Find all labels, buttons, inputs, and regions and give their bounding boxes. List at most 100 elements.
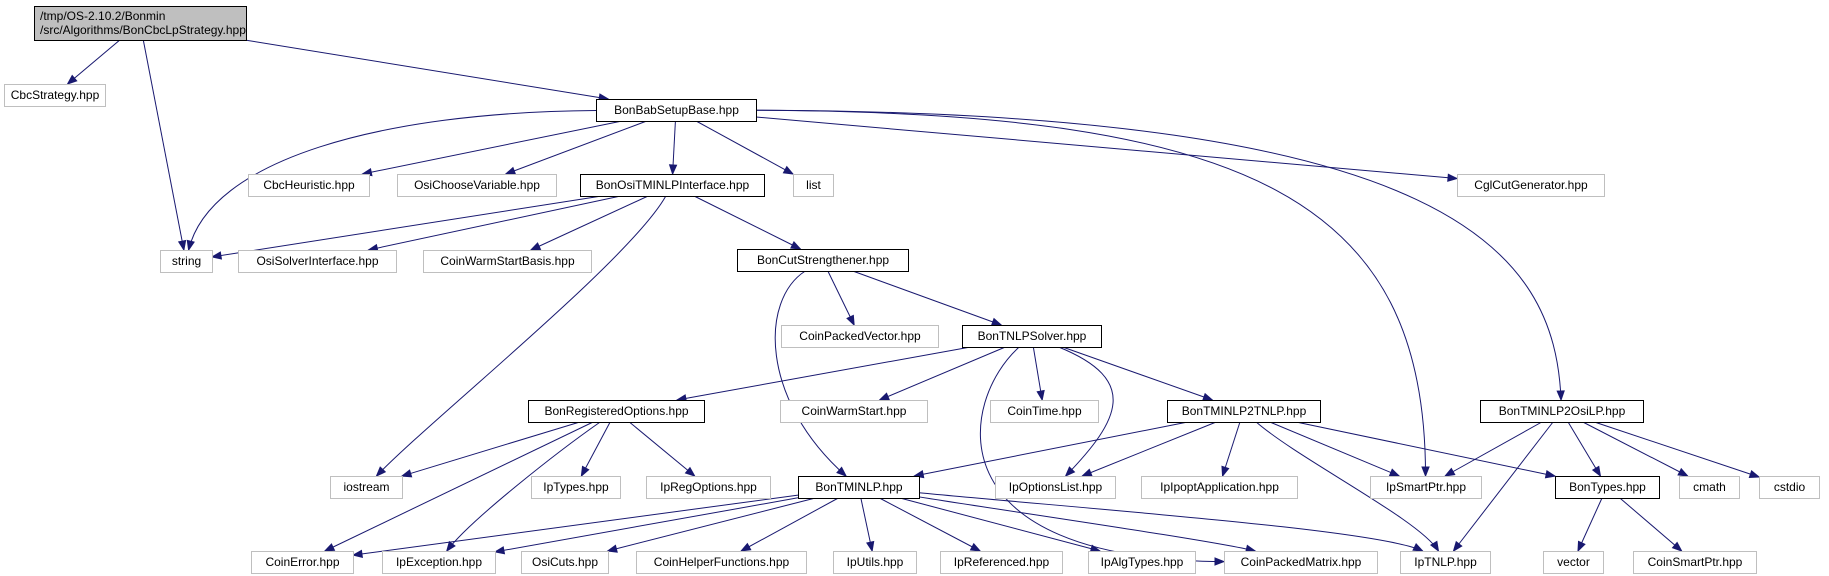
node-vector: vector [1543,551,1604,574]
node-cutstrength[interactable]: BonCutStrengthener.hpp [737,249,909,272]
edge-arrowhead [668,164,678,176]
node-tminlp2osilp[interactable]: BonTMINLP2OsiLP.hpp [1480,400,1644,423]
edge-bontminlp-to-coinerror [351,494,799,559]
node-osichoose: OsiChooseVariable.hpp [397,174,557,197]
node-label: CoinSmartPtr.hpp [1648,555,1743,569]
node-label: BonRegisteredOptions.hpp [544,404,688,418]
node-label: iostream [343,480,389,494]
edge-cutstrength-to-coinpackedvec [827,270,855,327]
node-list: list [793,174,834,197]
node-osisolver: OsiSolverInterface.hpp [238,250,397,273]
edge-ositminlp-to-iostream [375,195,667,477]
node-label: CbcHeuristic.hpp [263,178,355,192]
edge-arrowhead [1412,543,1424,552]
node-box [1167,400,1321,423]
node-label: CoinTime.hpp [1007,404,1082,418]
node-bontypes[interactable]: BonTypes.hpp [1555,476,1660,499]
node-coinhelper: CoinHelperFunctions.hpp [636,551,807,574]
node-box [1400,551,1491,574]
node-ipoptionslist: IpOptionsList.hpp [995,476,1116,499]
node-label: IpTNLP.hpp [1414,555,1477,569]
node-regoptions[interactable]: BonRegisteredOptions.hpp [528,400,705,423]
edge-tminlp2osilp-to-cstdio [1594,421,1761,478]
edge-babsetup-to-list [695,120,795,175]
node-box [423,250,592,273]
node-box [251,551,354,574]
edge-arrowhead [878,392,891,401]
edge-cutstrength-to-bontminlp [774,270,848,477]
node-ipoptapp: IpIpoptApplication.hpp [1141,476,1298,499]
edge-tminlp2tnlp-to-ipoptionslist [1081,421,1217,477]
node-bontminlp[interactable]: BonTMINLP.hpp [798,476,920,499]
node-box [580,174,765,197]
edge-arrowhead [1036,389,1045,402]
node-label: IpTypes.hpp [543,480,609,494]
node-label: OsiSolverInterface.hpp [256,254,378,268]
node-tminlp2tnlp[interactable]: BonTMINLP2TNLP.hpp [1167,400,1321,423]
node-cstdio: cstdio [1759,476,1820,499]
edge-bontminlp-to-coinhelper [739,497,839,552]
edge-tminlp2osilp-to-iptnlp [1452,421,1554,553]
nodes: /tmp/OS-2.10.2/Bonmin/src/Algorithms/Bon… [4,6,1820,574]
edge-arrowhead [445,540,456,553]
node-ipalgtypes: IpAlgTypes.hpp [1088,551,1196,574]
node-box [34,6,247,41]
edge-arrowhead [1677,467,1689,477]
node-coinpackedmat: CoinPackedMatrix.hpp [1224,551,1378,574]
edge-tnlpsolver-to-regoptions [675,346,971,403]
edge-arrowhead [846,314,855,327]
node-tnlpsolver[interactable]: BonTNLPSolver.hpp [962,325,1102,348]
node-box [531,476,621,499]
edge-tnlpsolver-to-ipoptionslist [1058,346,1114,477]
edge-ositminlp-to-coinwarmbasis [529,195,649,251]
node-box [4,84,106,107]
edge-regoptions-to-iptypes [580,421,611,478]
node-box [990,400,1099,423]
node-box [1370,476,1482,499]
node-label: CbcStrategy.hpp [11,88,100,102]
node-cmath: cmath [1679,476,1740,499]
node-coinerror: CoinError.hpp [251,551,354,574]
edge-arrowhead [504,166,517,175]
node-label: IpReferenced.hpp [954,555,1050,569]
edge-arrowhead [1214,557,1226,566]
edge-ositminlp-to-osisolver [367,195,621,253]
node-label: IpAlgTypes.hpp [1101,555,1184,569]
node-box [382,551,496,574]
node-box [160,250,213,273]
edge-arrowhead [684,466,696,477]
node-box [1555,476,1660,499]
node-label: IpRegOptions.hpp [660,480,757,494]
edge-arrowhead [529,242,542,251]
node-label: CoinWarmStart.hpp [802,404,907,418]
edge-tminlp2tnlp-to-iptnlp [1255,421,1440,553]
edge-tminlp2osilp-to-cmath [1582,421,1689,477]
edge-arrowhead [782,165,795,175]
edge-arrowhead [493,546,506,555]
edge-arrowhead [1748,469,1761,478]
node-label: BonOsiTMINLPInterface.hpp [596,178,750,192]
node-box [521,551,609,574]
edge-babsetup-to-string [186,110,597,252]
edge-arrowhead [1388,468,1401,477]
edge-arrowhead [1577,540,1586,553]
edge-arrowhead [1671,541,1683,552]
node-box [1633,551,1757,574]
node-babsetup[interactable]: BonBabSetupBase.hpp [596,99,757,122]
node-box [798,476,920,499]
edge-regoptions-to-ipexception [445,421,601,553]
edge-arrowhead [1443,467,1456,477]
node-label: OsiCuts.hpp [532,555,598,569]
edge-ositminlp-to-string [210,195,602,260]
node-label: vector [1557,555,1590,569]
node-ositminlp[interactable]: BonOsiTMINLPInterface.hpp [580,174,765,197]
node-iostream: iostream [330,476,403,499]
edge-babsetup-to-cbcheuristic [361,120,623,177]
node-label: BonTMINLP2TNLP.hpp [1182,404,1307,418]
node-label: CoinWarmStartBasis.hpp [440,254,575,268]
node-label: CoinPackedMatrix.hpp [1241,555,1362,569]
node-label: IpUtils.hpp [847,555,904,569]
edge-arrowhead [323,543,336,552]
node-label: string [172,254,201,268]
